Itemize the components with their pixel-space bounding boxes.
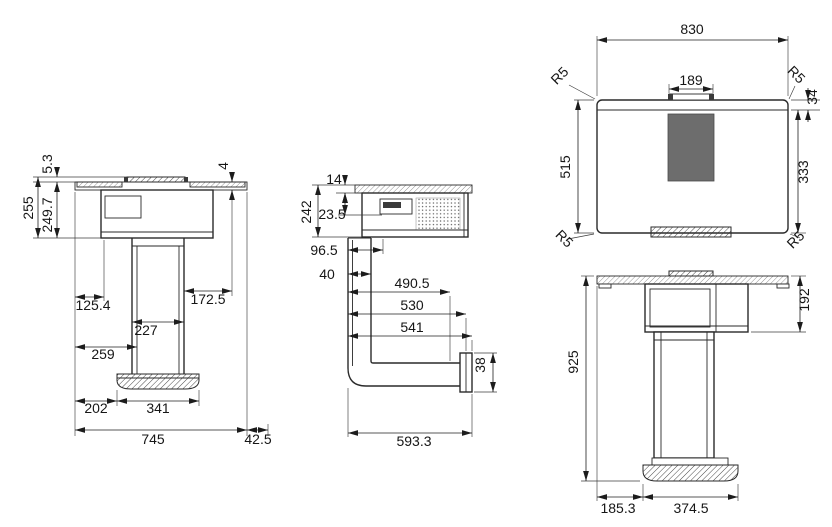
top-view: 830 189 34 515 333 R5 R5 R5 R5 [547, 21, 820, 251]
dim-side-length-c: 541 [400, 319, 424, 335]
dim-top-edge-inset: 34 [804, 89, 820, 105]
dim-front-plug-height: 5.3 [39, 154, 55, 174]
dim-front-overall-width: 745 [141, 431, 165, 447]
dim-side-overall-depth: 242 [298, 200, 314, 224]
dim-front-offset-right: 172.5 [190, 291, 225, 307]
side-top-plate [354, 184, 473, 194]
rear-column [653, 331, 715, 459]
dim-front-offset-left: 125.4 [75, 297, 110, 313]
front-housing [100, 189, 214, 239]
top-rear-strip [650, 226, 732, 238]
top-dimension-lines [575, 37, 811, 233]
front-base [116, 373, 200, 390]
side-duct-outer [347, 238, 460, 387]
side-vent-grid [415, 197, 461, 231]
dim-top-corner-radius-tl: R5 [547, 63, 571, 87]
rear-base-step [651, 457, 729, 466]
front-extension-lines [33, 176, 269, 436]
dim-front-column-width: 227 [134, 322, 158, 338]
dim-front-base-offset: 202 [84, 400, 108, 416]
dim-front-overall-height: 255 [20, 196, 36, 220]
dim-side-length-b: 530 [400, 297, 424, 313]
side-display [383, 202, 401, 208]
front-view: 5.3 255 249.7 4 125.4 172.5 227 259 202 … [20, 154, 272, 447]
rear-dimension-lines [583, 276, 803, 500]
rear-dimension-labels: 192 925 185.3 374.5 [565, 288, 812, 516]
side-geometry [347, 184, 473, 393]
top-extension-lines [567, 36, 820, 240]
front-geometry [74, 176, 248, 390]
rear-view: 192 925 185.3 374.5 [565, 270, 812, 516]
dim-top-cable-gland-width: 189 [679, 72, 703, 88]
dim-side-duct-inset: 96.5 [310, 242, 337, 258]
dim-side-length-a: 490.5 [394, 275, 429, 291]
dim-rear-extended-height: 925 [565, 350, 581, 374]
front-housing-detail [104, 195, 142, 219]
rear-plug [668, 270, 714, 277]
dim-front-height-below-top: 249.7 [39, 197, 55, 232]
dim-side-overall-length: 593.3 [396, 433, 431, 449]
front-dimension-labels: 5.3 255 249.7 4 125.4 172.5 227 259 202 … [20, 154, 272, 447]
side-dimension-lines [315, 175, 496, 436]
top-vent-opening [667, 113, 715, 182]
front-dimension-lines [35, 167, 268, 433]
dim-side-duct-height: 38 [472, 357, 488, 373]
rear-base [642, 464, 739, 482]
front-plug-end-left [124, 177, 128, 182]
dim-front-side-offset: 42.5 [244, 431, 271, 447]
rear-top-plate [596, 275, 789, 285]
dim-top-overall-depth: 515 [557, 155, 573, 179]
dim-front-column-offset: 259 [91, 346, 115, 362]
dim-front-base-width: 341 [146, 400, 170, 416]
dim-top-overall-width: 830 [680, 21, 704, 37]
dim-front-top-thickness: 4 [215, 162, 231, 170]
dim-top-corner-radius-bl: R5 [553, 226, 577, 250]
front-plug [126, 176, 186, 183]
front-plate-hatch-right [189, 181, 246, 188]
dim-top-inner-depth: 333 [795, 160, 811, 184]
dim-rear-housing-height: 192 [796, 288, 812, 312]
dim-side-duct-width: 40 [319, 266, 335, 282]
rear-housing-detail [649, 288, 711, 328]
front-plug-end-right [184, 177, 188, 182]
side-view: 14 23.5 242 96.5 40 490.5 530 541 38 593… [298, 171, 497, 449]
top-geometry [596, 93, 789, 238]
dim-rear-base-offset: 185.3 [600, 500, 635, 516]
top-plug [668, 93, 714, 101]
side-duct-inner [370, 238, 460, 364]
dim-rear-base-width: 374.5 [673, 500, 708, 516]
side-dimension-labels: 14 23.5 242 96.5 40 490.5 530 541 38 593… [298, 171, 488, 449]
dim-side-top-edge: 14 [326, 171, 342, 187]
front-plate-hatch-left [76, 181, 123, 188]
dim-side-control-inset: 23.5 [318, 206, 345, 222]
rear-geometry [596, 270, 790, 482]
rear-housing [644, 283, 749, 333]
